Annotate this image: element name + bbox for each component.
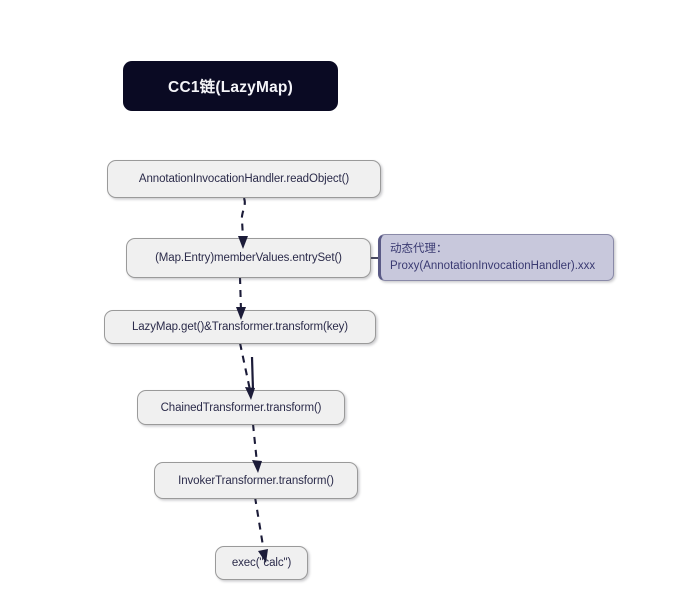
edge-invoker-to-exec — [253, 496, 266, 553]
node-label: (Map.Entry)memberValues.entrySet() — [155, 252, 342, 264]
edge-lazymap-to-chained — [238, 342, 252, 391]
edge-readobject-to-entryset — [240, 197, 246, 239]
page-title: CC1链(LazyMap) — [168, 79, 293, 96]
node-invokertransformer-transform[interactable]: InvokerTransformer.transform() — [154, 462, 358, 499]
node-exec-calc[interactable]: exec("calc") — [215, 546, 308, 580]
node-map-entry-membervalues-entryset[interactable]: (Map.Entry)memberValues.entrySet() — [126, 238, 371, 278]
node-label: exec("calc") — [231, 557, 292, 569]
node-annotation-invocation-handler-readobject[interactable]: AnnotationInvocationHandler.readObject() — [107, 160, 381, 198]
edge-chained-to-invoker — [251, 423, 259, 464]
node-label: LazyMap.get()&Transformer.transform(key) — [131, 321, 349, 333]
edge-entryset-to-lazymap — [238, 276, 243, 312]
node-label: ChainedTransformer.transform() — [160, 401, 322, 414]
note-line-2: Proxy(AnnotationInvocationHandler).xxx — [390, 259, 596, 272]
node-chainedtransformer-transform[interactable]: ChainedTransformer.transform() — [137, 390, 345, 425]
note-dynamic-proxy[interactable]: 动态代理： Proxy(AnnotationInvocationHandler)… — [378, 234, 614, 281]
note-line-1: 动态代理： — [390, 242, 448, 255]
node-lazymap-get-transformer-transform[interactable]: LazyMap.get()&Transformer.transform(key) — [104, 310, 376, 344]
diagram-title-banner: CC1链(LazyMap) — [123, 61, 338, 111]
node-label: InvokerTransformer.transform() — [178, 474, 334, 487]
node-label: AnnotationInvocationHandler.readObject() — [138, 173, 350, 185]
